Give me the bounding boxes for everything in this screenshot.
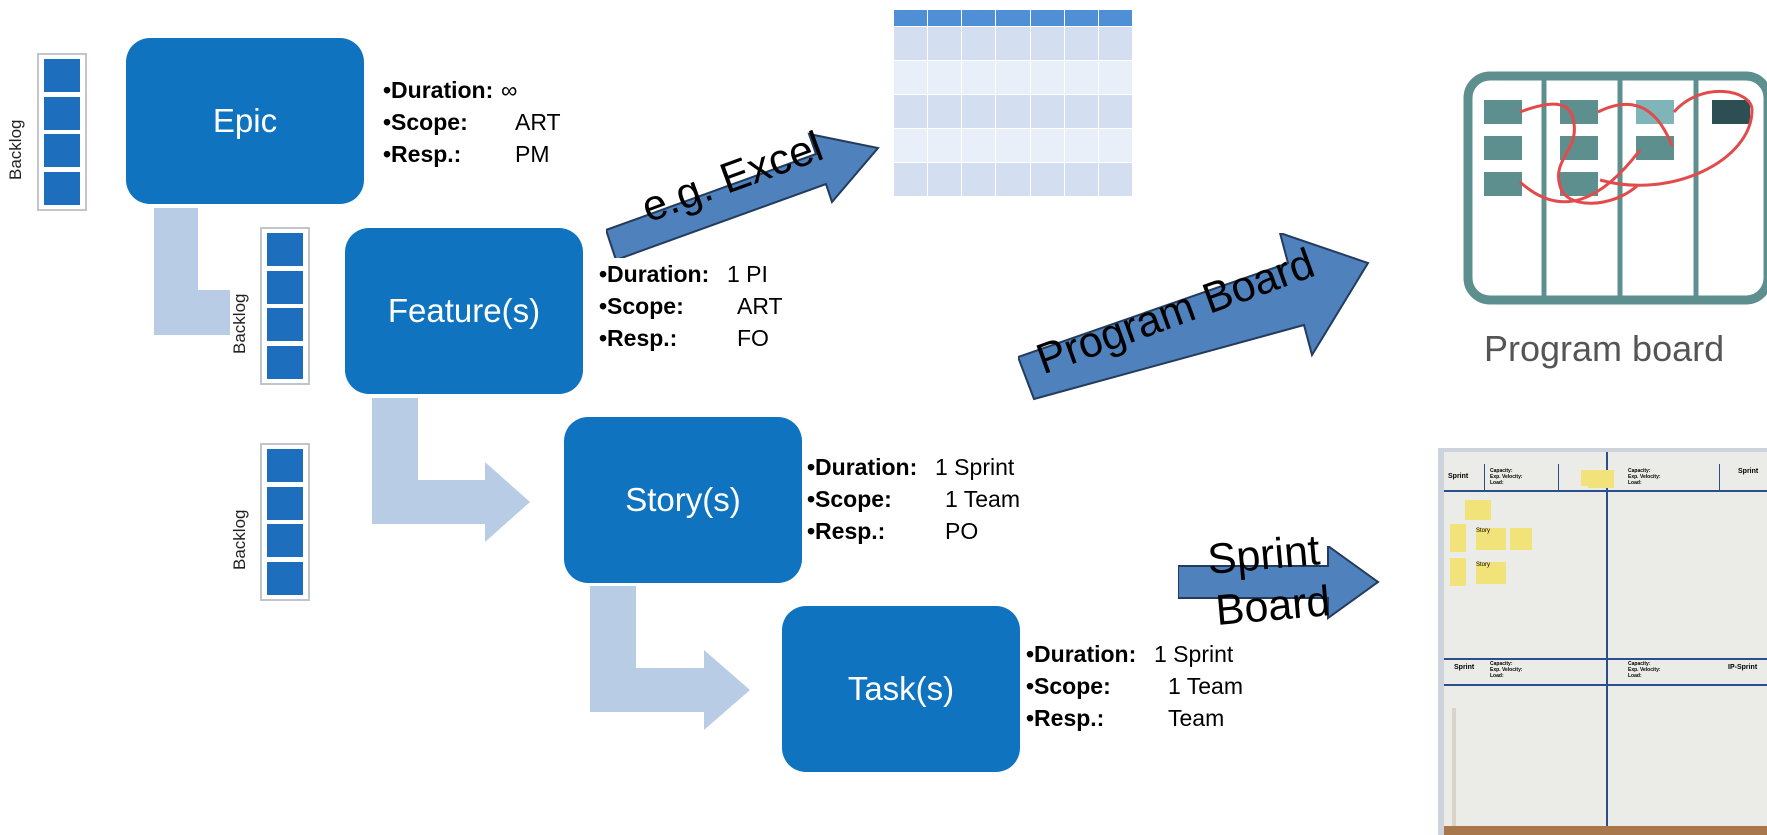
sprint-board-photo: Sprint Capacity: Exp. Velocity: Load: Ca… — [1438, 448, 1767, 835]
excel-arrow — [606, 132, 880, 258]
attr-key: •Scope: — [599, 293, 684, 319]
sticky-note — [1465, 500, 1491, 520]
backlog-label: Backlog — [230, 509, 249, 570]
attr-value: ART — [515, 109, 561, 135]
connector-epic-to-feature — [154, 208, 230, 335]
attr-value: 1 Sprint — [935, 454, 1015, 480]
attr-key: •Duration: — [1026, 641, 1137, 667]
epic-attributes: •Duration: ∞ •Scope: ART •Resp.: PM — [383, 74, 561, 170]
sprint-board-arrow-label-1: Sprint — [1205, 526, 1322, 585]
backlog-label: Backlog — [6, 119, 25, 180]
task-title: Task(s) — [847, 670, 955, 707]
sticky-note-story: Story — [1476, 562, 1506, 584]
sticky-note — [1510, 528, 1532, 550]
attr-key: •Scope: — [1026, 673, 1111, 699]
load-text: Load: — [1628, 480, 1642, 486]
story-title: Story(s) — [625, 481, 741, 518]
capacity-block-right: Capacity: Exp. Velocity: Load: — [1628, 468, 1661, 486]
capacity-text: Capacity: — [1490, 661, 1513, 667]
program-board-caption: Program board — [1484, 328, 1725, 369]
ip-sprint-label: IP-Sprint — [1728, 664, 1758, 671]
epic-box: Epic — [126, 38, 364, 204]
attr-value: FO — [737, 325, 769, 351]
feature-attributes: •Duration: 1 PI •Scope: ART •Resp.: FO — [599, 258, 783, 354]
attr-value: 1 Team — [945, 486, 1021, 512]
story-note-text: Story — [1476, 562, 1491, 568]
exp-velocity-text: Exp. Velocity: — [1490, 474, 1523, 480]
sticky-note — [1588, 470, 1614, 488]
sprint-board-arrow — [1178, 546, 1380, 620]
attr-key: •Duration: — [383, 77, 494, 103]
capacity-text: Capacity: — [1628, 661, 1651, 667]
sticky-note-story: Story — [1476, 528, 1506, 550]
sprint-left-label: Sprint — [1448, 473, 1469, 480]
attr-key: •Duration: — [807, 454, 918, 480]
exp-velocity-text: Exp. Velocity: — [1490, 667, 1523, 673]
excel-sheet-thumbnail — [892, 9, 1134, 197]
attr-value: PM — [515, 141, 550, 167]
exp-velocity-text: Exp. Velocity: — [1628, 667, 1661, 673]
board-tray — [1444, 826, 1767, 835]
attr-key: •Scope: — [807, 486, 892, 512]
capacity-block-bottom-left: Capacity: Exp. Velocity: Load: — [1490, 661, 1523, 679]
sprint-bottom-left-label: Sprint — [1454, 664, 1475, 671]
attr-key: •Resp.: — [599, 325, 678, 351]
attr-key: •Resp.: — [1026, 705, 1105, 731]
sprint-right-label: Sprint — [1738, 468, 1759, 475]
attr-value: ART — [737, 293, 783, 319]
task-attributes: •Duration: 1 Sprint •Scope: 1 Team •Resp.:… — [1026, 638, 1243, 734]
story-box: Story(s) — [564, 417, 802, 583]
program-board-icon — [1463, 71, 1767, 305]
attr-value: Team — [1168, 705, 1225, 731]
sticky-note — [1450, 558, 1466, 586]
backlog-stack-feature — [260, 227, 310, 385]
attr-key: •Resp.: — [383, 141, 462, 167]
capacity-block-left: Capacity: Exp. Velocity: Load: — [1490, 468, 1523, 486]
capacity-text: Capacity: — [1490, 468, 1513, 474]
load-text: Load: — [1490, 480, 1504, 486]
feature-box: Feature(s) — [345, 228, 583, 394]
attr-value: PO — [945, 518, 979, 544]
story-note-text: Story — [1476, 528, 1491, 534]
load-text: Load: — [1628, 673, 1642, 679]
exp-velocity-text: Exp. Velocity: — [1628, 474, 1661, 480]
backlog-stack-epic — [37, 53, 87, 211]
story-attributes: •Duration: 1 Sprint •Scope: 1 Team •Resp.:… — [807, 451, 1020, 547]
connector-story-to-task — [590, 586, 750, 730]
backlog-stack-story — [260, 443, 310, 601]
attr-key: •Resp.: — [807, 518, 886, 544]
attr-value: 1 Sprint — [1154, 641, 1234, 667]
epic-title: Epic — [212, 102, 278, 139]
board-stand-leg — [1452, 708, 1456, 835]
load-text: Load: — [1490, 673, 1504, 679]
program-board-arrow — [1018, 233, 1370, 401]
capacity-text: Capacity: — [1628, 468, 1651, 474]
sticky-note — [1450, 524, 1466, 552]
connector-feature-to-story — [372, 398, 530, 542]
attr-value: ∞ — [501, 77, 518, 103]
feature-title: Feature(s) — [387, 292, 541, 329]
sprint-board-arrow-label-2: Board — [1213, 577, 1333, 636]
attr-key: •Duration: — [599, 261, 710, 287]
backlog-label: Backlog — [230, 293, 249, 354]
attr-key: •Scope: — [383, 109, 468, 135]
attr-value: 1 PI — [727, 261, 768, 287]
capacity-block-bottom-right: Capacity: Exp. Velocity: Load: — [1628, 661, 1661, 679]
attr-value: 1 Team — [1168, 673, 1244, 699]
task-box: Task(s) — [782, 606, 1020, 772]
